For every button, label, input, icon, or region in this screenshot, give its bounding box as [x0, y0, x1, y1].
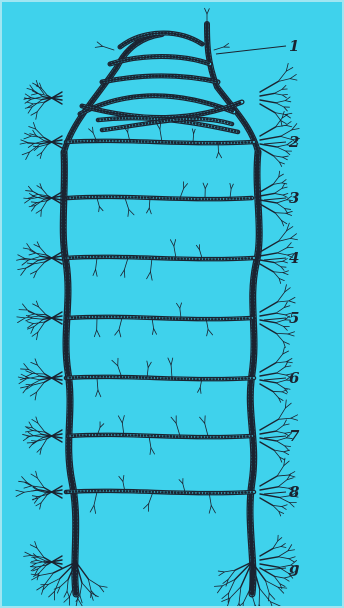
- commissure-5: [66, 377, 254, 379]
- label-7: 7: [289, 427, 300, 445]
- commissure-4: [68, 317, 252, 319]
- commissure-3: [66, 257, 254, 259]
- label-8: 8: [289, 483, 300, 501]
- leader-6: [264, 378, 286, 380]
- leader-5: [264, 318, 286, 320]
- commissures: [66, 141, 254, 493]
- tail-branches: [31, 562, 287, 606]
- commissure-7: [66, 491, 254, 493]
- label-2: 2: [288, 133, 299, 151]
- brain-loop-3: [102, 76, 218, 82]
- right-nerve-cord: [250, 152, 259, 594]
- label-5: 5: [289, 309, 299, 327]
- label-6: 6: [289, 369, 300, 387]
- leader-2: [264, 142, 286, 144]
- left-nerve-cord: [63, 152, 76, 594]
- nerve-cords: [63, 24, 259, 594]
- number-labels: 1 2 3 4 5 6 7 8 g: [288, 37, 300, 577]
- label-3: 3: [289, 189, 299, 207]
- left-head-arc: [64, 34, 162, 152]
- commissure-2: [68, 197, 252, 199]
- label-4: 4: [289, 249, 299, 267]
- leader-3: [264, 198, 286, 200]
- brain-loop-2: [110, 57, 210, 65]
- label-9: g: [289, 559, 300, 577]
- leader-7: [264, 436, 286, 438]
- commissure-1: [66, 141, 254, 143]
- leader-4: [264, 258, 286, 260]
- commissure-6: [68, 435, 252, 437]
- label-1: 1: [289, 37, 299, 55]
- leader-8: [264, 492, 286, 494]
- branch-cluster-9: [24, 535, 298, 589]
